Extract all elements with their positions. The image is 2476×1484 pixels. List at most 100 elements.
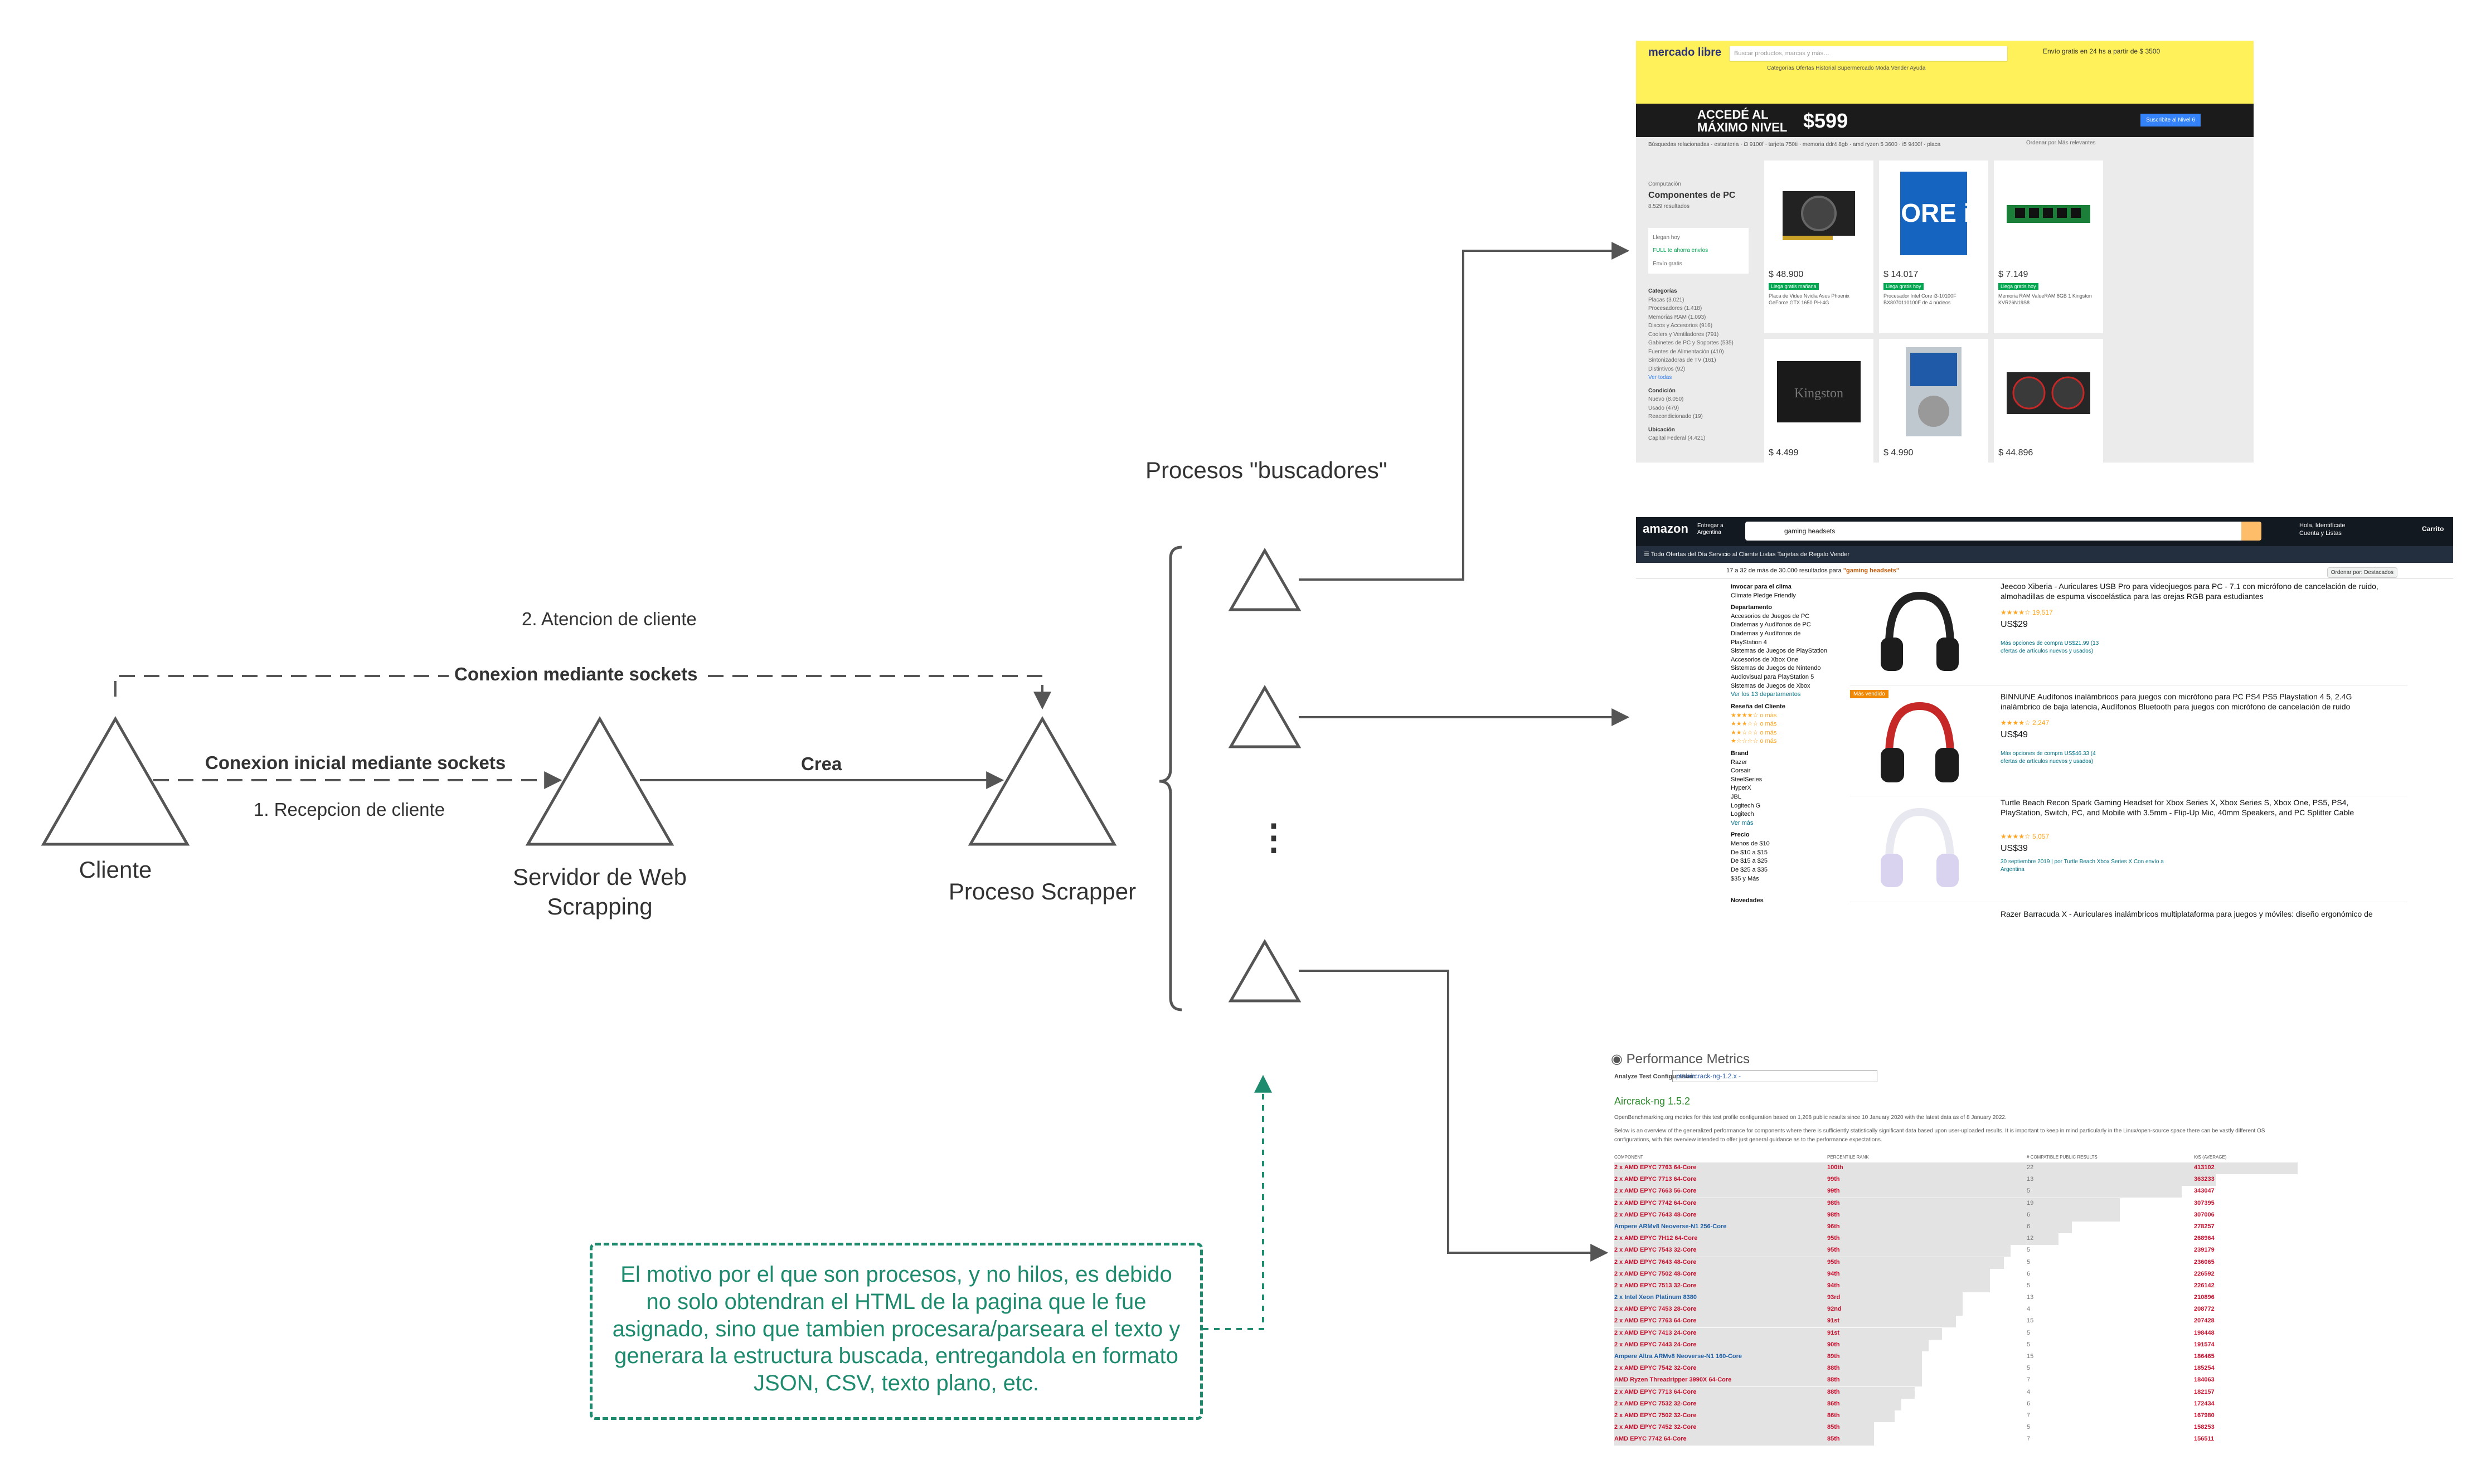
ml-order[interactable]: Ordenar por Más relevantes xyxy=(2026,140,2096,146)
ob-test-name[interactable]: Aircrack-ng 1.5.2 xyxy=(1614,1096,1691,1107)
amz-side-item[interactable]: Accesorios de Juegos de PC xyxy=(1731,612,1810,620)
amz-side-item[interactable]: Sistemas de Juegos de Nintendo xyxy=(1731,665,1821,672)
amz-side-item[interactable]: Accesorios de Xbox One xyxy=(1731,656,1799,663)
amz-side-item[interactable]: ★★★☆☆ o más xyxy=(1731,721,1777,728)
amz-account[interactable]: Hola, Identifícate Cuenta y Listas xyxy=(2299,522,2346,537)
amz-side-item[interactable]: Logitech xyxy=(1731,811,1754,818)
amz-item-more[interactable]: Más opciones de compra US$46.33 (4 ofert… xyxy=(2001,751,2096,765)
ml-category[interactable]: Procesadores (1.418) xyxy=(1648,305,1702,312)
ml-category[interactable]: Coolers y Ventiladores (791) xyxy=(1648,331,1719,338)
amz-result-item[interactable]: Jeecoo Xiberia - Auriculares USB Pro par… xyxy=(1850,580,2407,686)
ml-filter[interactable]: Envío gratis xyxy=(1653,260,1682,267)
amz-side-item[interactable]: Sistemas de Juegos de PlayStation xyxy=(1731,648,1828,655)
amz-sort[interactable]: Ordenar por: Destacados xyxy=(2327,567,2397,578)
amz-search-input[interactable]: gaming headsets xyxy=(1745,522,2258,541)
ml-category[interactable]: Distintivos (92) xyxy=(1648,366,1686,372)
ml-breadcrumb[interactable]: Computación xyxy=(1648,181,1681,187)
ml-product-card[interactable]: $ 7.149 Llega gratis hoy Memoria RAM Val… xyxy=(1994,160,2103,333)
amz-item-title[interactable]: Turtle Beach Recon Spark Gaming Headset … xyxy=(2001,798,2354,817)
amz-side-item[interactable]: JBL xyxy=(1731,794,1741,801)
amz-side-item[interactable]: Climate Pledge Friendly xyxy=(1731,592,1796,599)
amz-deliver[interactable]: Entregar a Argentina xyxy=(1697,523,1724,536)
ml-category[interactable]: Sintonizadoras de TV (161) xyxy=(1648,357,1716,364)
amz-result-item[interactable]: Turtle Beach Recon Spark Gaming Headset … xyxy=(1850,796,2407,902)
amz-side-item[interactable]: Sistemas de Juegos de Xbox xyxy=(1731,682,1810,689)
ml-banner[interactable]: ACCEDÉ AL MÁXIMO NIVEL $599 Suscribite a… xyxy=(1636,104,2254,137)
ml-product-card[interactable]: $ 44.896 xyxy=(1994,339,2103,463)
amz-item-title[interactable]: BINNUNE Audífonos inalámbricos para jueg… xyxy=(2001,692,2352,711)
ml-condition[interactable]: Usado (479) xyxy=(1648,405,1679,411)
amz-side-item[interactable]: De $15 a $25 xyxy=(1731,858,1768,865)
amz-item-more[interactable]: Más opciones de compra US$21.99 (13 ofer… xyxy=(2001,640,2099,654)
amz-cart[interactable]: Carrito xyxy=(2422,525,2444,533)
amz-side-item[interactable]: ★★☆☆☆ o más xyxy=(1731,729,1777,736)
amz-side-item[interactable]: HyperX xyxy=(1731,785,1751,792)
ml-category[interactable]: Gabinetes de PC y Soportes (535) xyxy=(1648,340,1734,347)
amz-subnav[interactable]: ☰ Todo Ofertas del Día Servicio al Clien… xyxy=(1636,546,2453,563)
ml-product-card[interactable]: CORE i3 $ 14.017 Llega gratis hoy Proces… xyxy=(1879,160,1988,333)
amz-side-item[interactable]: Menos de $10 xyxy=(1731,840,1770,848)
amz-side-item[interactable]: Logitech G xyxy=(1731,802,1761,809)
amz-side-item[interactable]: Ver más xyxy=(1731,819,1754,826)
amz-side-item[interactable]: Diademas y Audífonos de PC xyxy=(1731,621,1811,629)
amz-side-item[interactable]: Audiovisual para PlayStation 5 xyxy=(1731,674,1814,681)
ml-category[interactable]: Placas (3.021) xyxy=(1648,296,1684,303)
ml-product-card[interactable]: Kingston $ 4.499 xyxy=(1764,339,1873,463)
amz-side-item[interactable]: ★★★★☆ o más xyxy=(1731,712,1777,719)
ml-filter[interactable]: Llegan hoy xyxy=(1653,234,1680,241)
ml-banner-cta[interactable]: Suscribite al Nivel 6 xyxy=(2140,114,2201,126)
ml-location[interactable]: Capital Federal (4.421) xyxy=(1648,435,1706,442)
amz-side-item[interactable]: Ver los 13 departamentos xyxy=(1731,691,1801,698)
ml-condition[interactable]: Reacondicionado (19) xyxy=(1648,413,1703,420)
amz-item-title[interactable]: Razer Barracuda X - Auriculares inalámbr… xyxy=(2001,909,2373,918)
ml-product-card[interactable]: $ 4.990 xyxy=(1879,339,1988,463)
amz-side-item[interactable]: Corsair xyxy=(1731,767,1751,775)
ml-category[interactable]: Memorias RAM (1.093) xyxy=(1648,314,1706,320)
amz-side-item[interactable]: Razer xyxy=(1731,758,1747,766)
ob-config-select[interactable]: pts/aircrack-ng-1.2.x - xyxy=(1672,1070,1877,1082)
amz-side-item[interactable]: SteelSeries xyxy=(1731,776,1763,783)
ml-category[interactable]: Ver todas xyxy=(1648,374,1672,381)
amz-side-item[interactable]: De $10 a $15 xyxy=(1731,849,1768,856)
amz-result-item[interactable]: BINNUNE Audífonos inalámbricos para jueg… xyxy=(1850,690,2407,796)
ml-filter[interactable]: FULL te ahorra envíos xyxy=(1653,247,1708,254)
ml-category[interactable]: Discos y Accesorios (916) xyxy=(1648,323,1713,329)
amz-side-item[interactable]: Diademas y Audífonos de PlayStation 4 xyxy=(1731,630,1801,646)
amz-side-item[interactable]: $35 y Más xyxy=(1731,875,1759,882)
ml-menu[interactable]: Categorías Ofertas Historial Supermercad… xyxy=(1767,65,1926,71)
amz-result-item[interactable]: Razer Barracuda X - Auriculares inalámbr… xyxy=(1850,907,2407,924)
ml-product-card[interactable]: $ 48.900 Llega gratis mañana Placa de Vi… xyxy=(1764,160,1873,333)
amz-logo[interactable]: amazon xyxy=(1643,522,1688,536)
ml-condition[interactable]: Nuevo (8.050) xyxy=(1648,396,1684,403)
search-icon[interactable] xyxy=(2241,522,2261,541)
amz-side-item[interactable]: De $25 a $35 xyxy=(1731,866,1768,873)
amz-item-title[interactable]: Jeecoo Xiberia - Auriculares USB Pro par… xyxy=(2001,582,2378,601)
ml-search-input[interactable]: Buscar productos, marcas y más… xyxy=(1730,46,2007,61)
ml-category[interactable]: Fuentes de Alimentación (410) xyxy=(1648,348,1724,355)
amz-side-item[interactable]: ★☆☆☆☆ o más xyxy=(1731,738,1777,745)
